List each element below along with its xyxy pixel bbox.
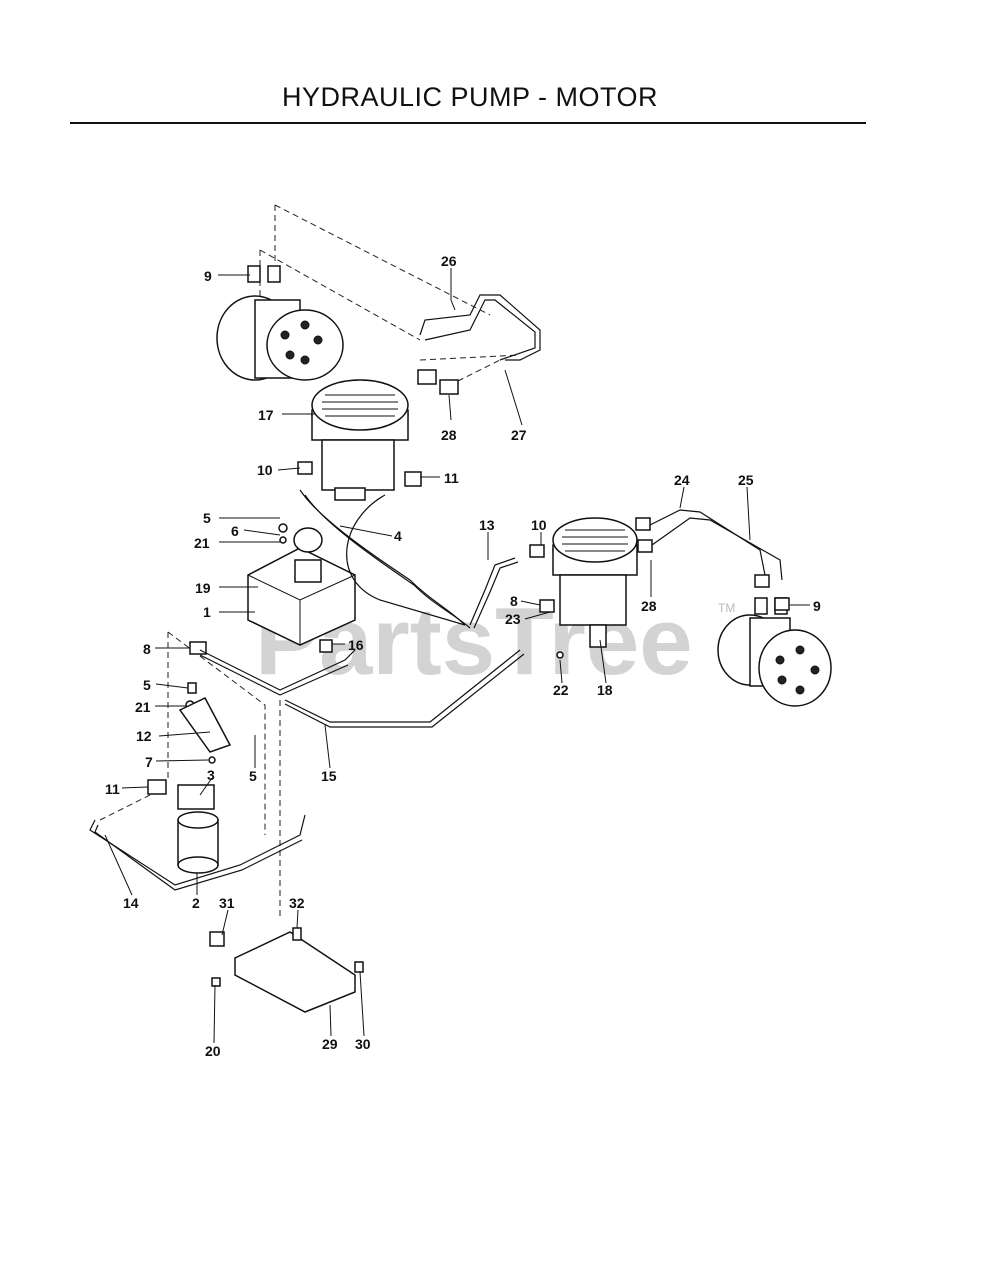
- callout-24: 24: [674, 472, 690, 488]
- wheel-motor-left: [216, 265, 344, 381]
- reservoir-tank: [247, 527, 356, 653]
- callout-15: 15: [321, 768, 337, 784]
- callout-20: 20: [205, 1043, 221, 1059]
- fittings: [147, 369, 790, 795]
- callout-6: 6: [231, 523, 239, 539]
- oil-filter: [177, 697, 232, 874]
- callout-23: 23: [505, 611, 521, 627]
- watermark-tm: TM: [718, 601, 735, 615]
- callout-11: 11: [444, 470, 459, 486]
- mount-bracket: [209, 927, 364, 1013]
- hydraulic-hoses: [89, 294, 783, 891]
- callout-29: 29: [322, 1036, 338, 1052]
- hydraulic-pump-upper: [311, 379, 409, 501]
- callout-26: 26: [441, 253, 457, 269]
- callout-11-left: 11: [105, 781, 120, 797]
- callout-27: 27: [511, 427, 527, 443]
- callout-2: 2: [192, 895, 200, 911]
- callout-8-left: 8: [143, 641, 151, 657]
- callout-32: 32: [289, 895, 305, 911]
- page-title: HYDRAULIC PUMP - MOTOR: [281, 82, 659, 112]
- hydraulic-pump-lower: [552, 517, 638, 648]
- callout-28-right: 28: [641, 598, 657, 614]
- callout-12: 12: [136, 728, 152, 744]
- callout-21-left: 21: [135, 699, 151, 715]
- leader-lines: [104, 268, 810, 1044]
- title-rule: [70, 122, 866, 124]
- callout-1: 1: [203, 604, 211, 620]
- callout-28: 28: [441, 427, 457, 443]
- callout-8: 8: [510, 593, 518, 609]
- wheel-motor-right: [717, 597, 832, 707]
- callout-19: 19: [195, 580, 211, 596]
- callout-13: 13: [479, 517, 495, 533]
- callout-17: 17: [258, 407, 274, 423]
- callout-18: 18: [597, 682, 613, 698]
- callout-labels: 9 26 17 28 27 10 11 5 6 4 21 19 1 16 13 …: [105, 253, 821, 1059]
- callout-10-right: 10: [531, 517, 547, 533]
- callout-25: 25: [738, 472, 754, 488]
- callout-16: 16: [348, 637, 364, 653]
- callout-31: 31: [219, 895, 235, 911]
- callout-30: 30: [355, 1036, 371, 1052]
- callout-5-left: 5: [143, 677, 151, 693]
- callout-9: 9: [204, 268, 212, 284]
- callout-9-right: 9: [813, 598, 821, 614]
- callout-22: 22: [553, 682, 569, 698]
- callout-5-lower: 5: [249, 768, 257, 784]
- callout-7: 7: [145, 754, 153, 770]
- callout-4: 4: [394, 528, 402, 544]
- callout-5: 5: [203, 510, 211, 526]
- callout-3: 3: [207, 767, 215, 783]
- callout-21: 21: [194, 535, 210, 551]
- callout-10: 10: [257, 462, 273, 478]
- callout-14: 14: [123, 895, 139, 911]
